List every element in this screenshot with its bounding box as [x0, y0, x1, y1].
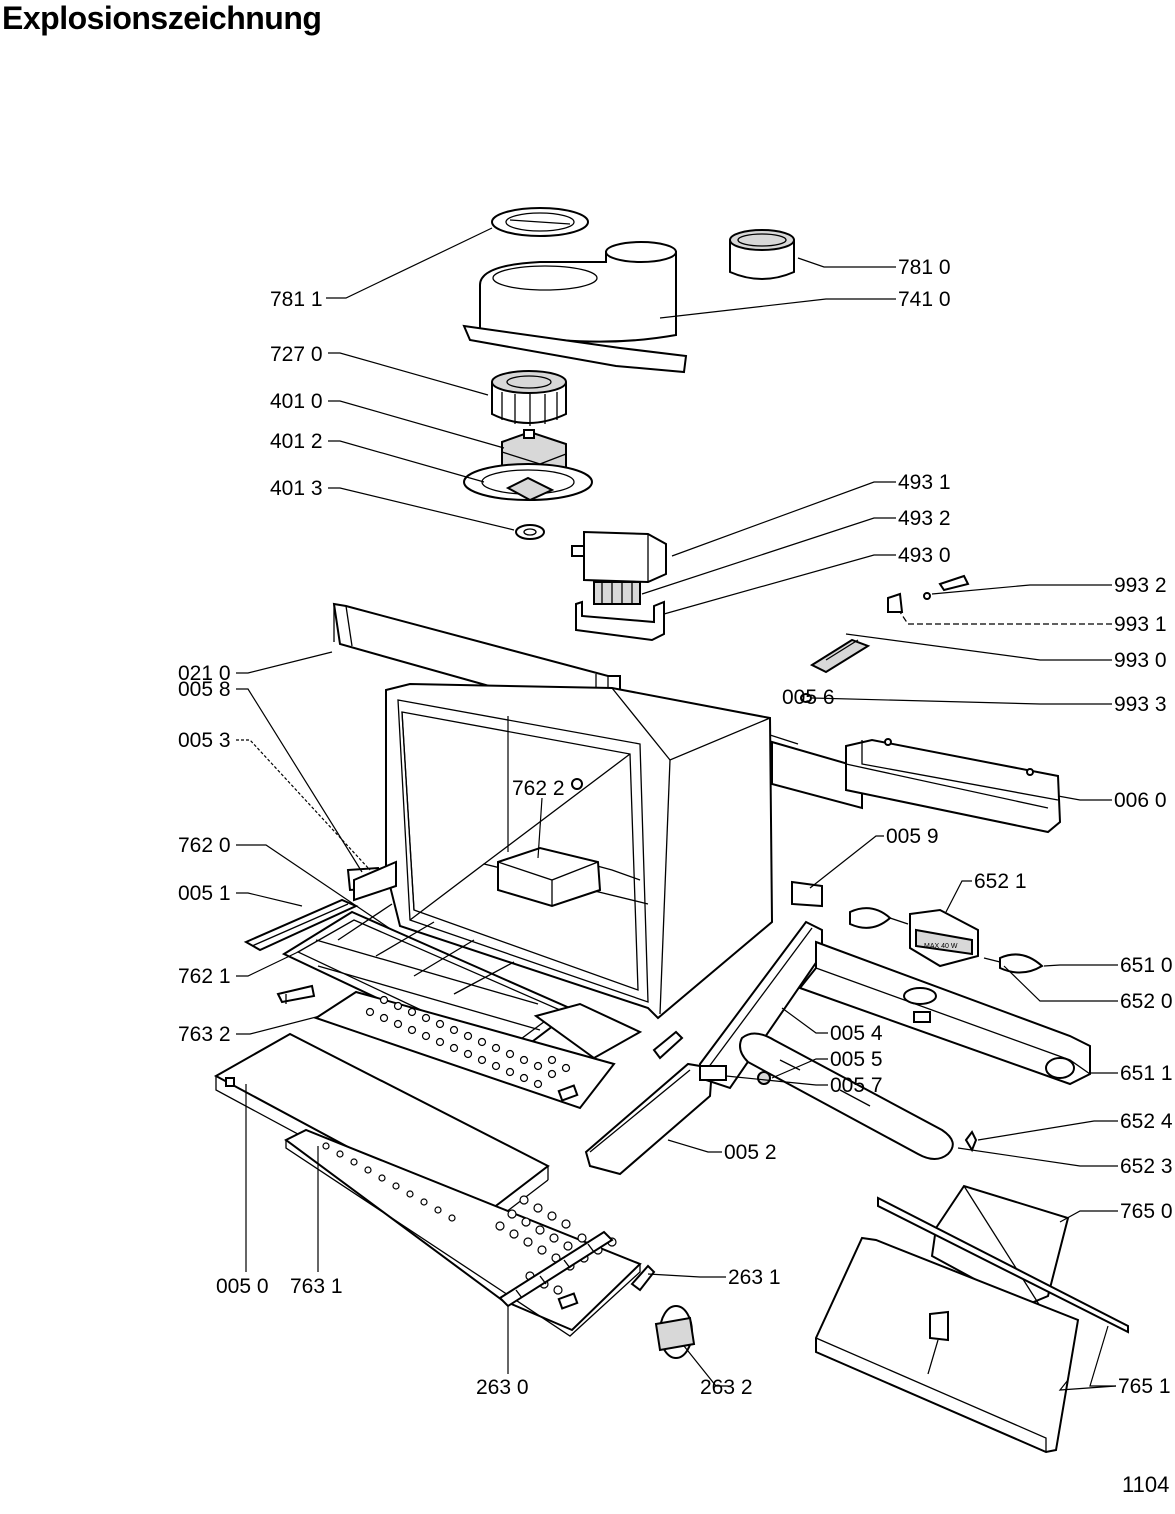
label-005-0: 005 0 [216, 1275, 269, 1298]
lamp-marking-text: MAX 40 W [924, 943, 958, 950]
label-021-0: 021 0 [178, 662, 231, 685]
label-493-2: 493 2 [898, 507, 951, 530]
label-005-9: 005 9 [886, 825, 939, 848]
part-filter-cup [729, 229, 795, 280]
part-capacitor-box [571, 530, 667, 584]
label-401-3: 401 3 [270, 477, 323, 500]
label-652-1: 652 1 [974, 870, 1027, 893]
part-ring-washer [515, 524, 545, 540]
label-263-1: 263 1 [728, 1266, 781, 1289]
part-screw-set [800, 574, 970, 703]
label-493-1: 493 1 [898, 471, 951, 494]
part-lamp-holder: MAX 40 W [849, 907, 1044, 974]
part-blower-housing [462, 241, 688, 374]
part-lamp-rail [798, 940, 1091, 1086]
label-401-0: 401 0 [270, 390, 323, 413]
part-rail-left [353, 860, 397, 902]
label-652-3: 652 3 [1120, 1155, 1173, 1178]
label-993-3: 993 3 [1114, 693, 1167, 716]
label-493-0: 493 0 [898, 544, 951, 567]
part-guide-strip [498, 1230, 614, 1308]
part-labels: 781 1 781 0 741 0 727 0 401 0 401 2 401 … [178, 256, 1173, 1399]
label-762-0: 762 0 [178, 834, 231, 857]
label-652-0: 652 0 [1120, 990, 1173, 1013]
part-motor-base [463, 463, 593, 502]
label-263-0: 263 0 [476, 1376, 529, 1399]
part-perforation-holes [365, 995, 571, 1089]
part-perforated-plate [284, 1128, 642, 1337]
part-lamp-glass [739, 1032, 978, 1160]
part-bracket [575, 600, 665, 642]
label-005-2: 005 2 [724, 1141, 777, 1164]
label-741-0: 741 0 [898, 288, 951, 311]
label-006-0: 006 0 [1114, 789, 1167, 812]
label-401-2: 401 2 [270, 430, 323, 453]
label-005-7: 005 7 [830, 1074, 883, 1097]
part-bottom-cover [815, 1184, 1129, 1454]
part-spacer [757, 1071, 771, 1085]
page-title: Explosionszeichnung [2, 0, 322, 36]
label-762-1: 762 1 [178, 965, 231, 988]
label-781-0: 781 0 [898, 256, 951, 279]
label-762-2: 762 2 [512, 777, 565, 800]
label-263-2: 263 2 [700, 1376, 753, 1399]
label-005-5: 005 5 [830, 1048, 883, 1071]
label-781-1: 781 1 [270, 288, 323, 311]
part-lever [276, 984, 316, 1004]
label-727-0: 727 0 [270, 343, 323, 366]
part-terminal-block [593, 581, 641, 605]
label-765-0: 765 0 [1120, 1200, 1173, 1223]
label-651-1: 651 1 [1120, 1062, 1173, 1085]
label-993-1: 993 1 [1114, 613, 1167, 636]
label-993-2: 993 2 [1114, 574, 1167, 597]
label-763-1: 763 1 [290, 1275, 343, 1298]
label-652-4: 652 4 [1120, 1110, 1173, 1133]
label-005-6: 005 6 [782, 686, 835, 709]
part-main-cabinet [332, 602, 774, 1020]
part-grille-ring [491, 207, 589, 237]
label-005-4: 005 4 [830, 1022, 883, 1045]
label-765-1: 765 1 [1118, 1375, 1171, 1398]
label-993-0: 993 0 [1114, 649, 1167, 672]
part-perforated-panel [313, 990, 643, 1110]
label-763-2: 763 2 [178, 1023, 231, 1046]
part-fan-wheel [491, 370, 567, 426]
label-005-1: 005 1 [178, 882, 231, 905]
label-005-3: 005 3 [178, 729, 231, 752]
part-latch [630, 1264, 696, 1359]
label-651-0: 651 0 [1120, 954, 1173, 977]
part-side-rail [771, 738, 1062, 834]
label-005-8: 005 8 [178, 678, 231, 701]
leader-lines [236, 227, 1118, 1391]
page-number: 1104 [1122, 1472, 1170, 1497]
